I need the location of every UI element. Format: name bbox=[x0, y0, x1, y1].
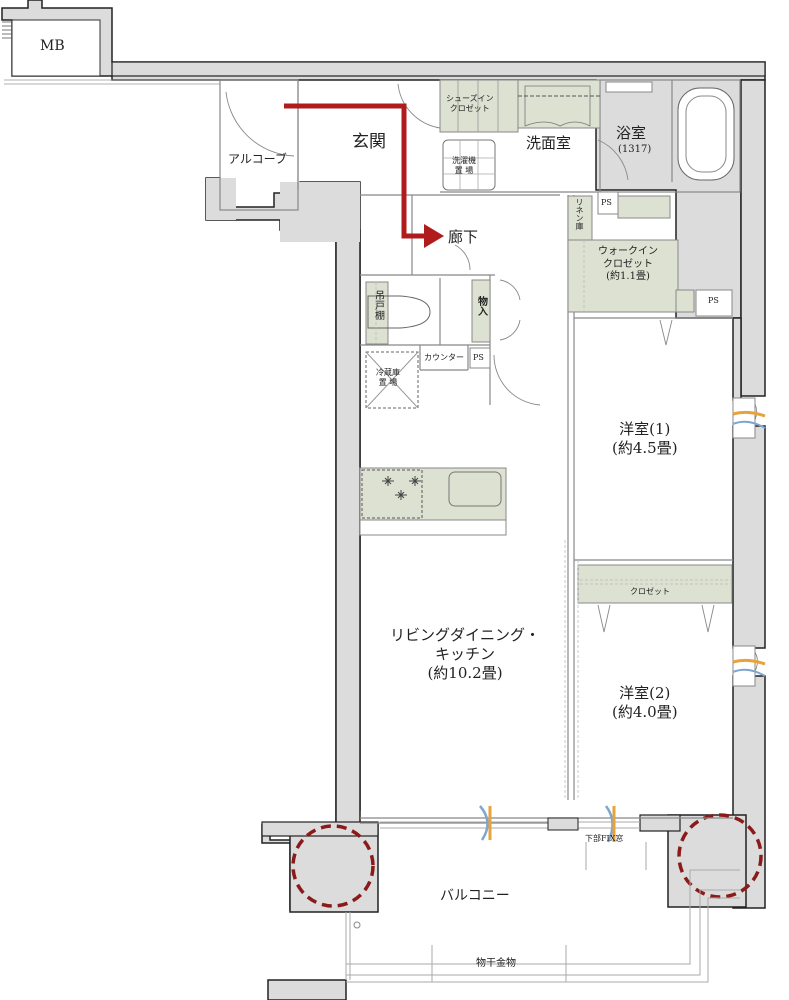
label-western-room-1: 洋室(1) (約4.5畳) bbox=[612, 420, 678, 457]
label-ps-2: PS bbox=[708, 296, 719, 305]
label-washroom: 洗面室 bbox=[526, 134, 572, 152]
label-bath-size: (1317) bbox=[618, 144, 652, 155]
label-ps-3: PS bbox=[473, 353, 484, 362]
label-balcony: バルコニー bbox=[440, 888, 510, 904]
label-hallway: 廊下 bbox=[448, 228, 479, 246]
label-western-room-2: 洋室(2) (約4.0畳) bbox=[612, 684, 678, 721]
label-alcove: アルコーブ bbox=[228, 152, 287, 166]
label-mb: MB bbox=[40, 38, 65, 54]
label-laundry-hanger: 物干金物 bbox=[476, 958, 516, 969]
label-fridge-area: 冷蔵庫 置 場 bbox=[376, 368, 400, 387]
column-marker-left bbox=[291, 824, 375, 908]
label-ldk: リビングダイニング・ キッチン (約10.2畳) bbox=[390, 626, 541, 682]
label-shoes-closet: シューズイン クロゼット bbox=[446, 94, 494, 113]
label-washer-area: 洗濯機 置 場 bbox=[452, 156, 476, 175]
label-walk-in-closet: ウォークイン クロゼット (約1.1畳) bbox=[598, 246, 658, 282]
label-toilet-shelf: 吊戸棚 bbox=[372, 290, 384, 320]
label-entrance: 玄関 bbox=[352, 132, 386, 152]
label-bath: 浴室 bbox=[616, 124, 647, 142]
label-ps-1: PS bbox=[601, 198, 612, 207]
column-marker-right bbox=[677, 813, 763, 899]
entry-route-arrow bbox=[284, 103, 444, 248]
label-counter: カウンター bbox=[424, 353, 464, 362]
label-storage: 物入 bbox=[475, 296, 487, 316]
label-closet: クロゼット bbox=[630, 587, 670, 596]
label-fix-window: 下部FIX窓 bbox=[585, 834, 624, 843]
label-linen: リネン庫 bbox=[575, 198, 584, 230]
